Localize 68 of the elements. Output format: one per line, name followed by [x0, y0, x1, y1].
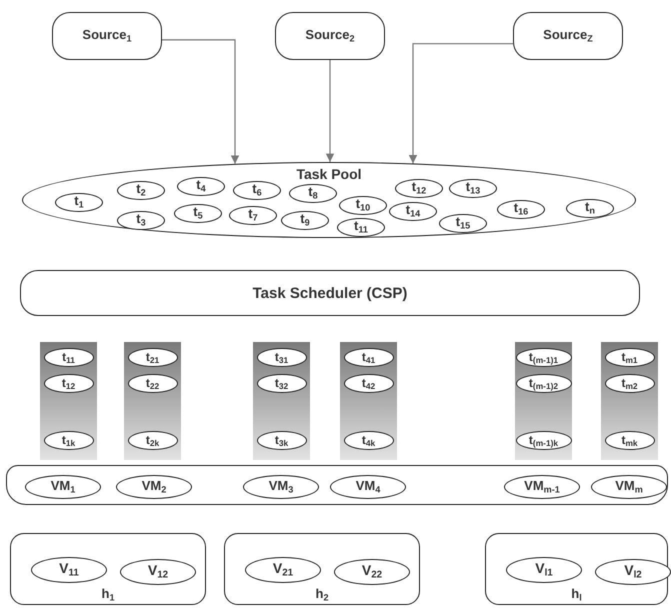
task-ellipse: t$_{2k}$ [128, 431, 178, 450]
source-box: Source$_{1}$ [52, 12, 162, 60]
task-queue-bar [253, 342, 310, 460]
task-ellipse: t$_{4k}$ [344, 431, 394, 450]
arrow [326, 60, 334, 162]
task-ellipse: t$_{4}$ [177, 176, 225, 196]
task-ellipse: t$_{31}$ [256, 348, 306, 367]
task-ellipse: t$_{(m-1)k}$ [516, 431, 572, 450]
task-ellipse: t$_{3}$ [117, 210, 165, 230]
task-ellipse: t$_{8}$ [289, 184, 337, 202]
vm-ellipse: VM$_{2}$ [116, 475, 192, 499]
task-ellipse: t$_{42}$ [344, 374, 394, 393]
task-queue-bar [124, 342, 181, 460]
task-queue-bar [601, 342, 658, 460]
task-ellipse: t$_{14}$ [389, 202, 437, 220]
vm-ellipse: VM$_{3}$ [243, 475, 319, 499]
task-ellipse: t$_{(m-1)1}$ [516, 348, 572, 367]
task-ellipse: t$_{13}$ [449, 178, 497, 198]
heading: h$_{1}$ [102, 586, 114, 602]
task-ellipse: t$_{9}$ [281, 210, 329, 230]
source-box: Source$_{2}$ [275, 12, 385, 60]
vm-ellipse: VM$_{4}$ [330, 475, 406, 499]
host-box [224, 533, 420, 605]
task-ellipse: t$_{12}$ [44, 374, 94, 393]
task-ellipse: t$_{16}$ [497, 200, 545, 218]
task-ellipse: t$_{22}$ [128, 374, 178, 393]
task-ellipse: t$_{3k}$ [256, 431, 306, 450]
task-ellipse: t$_{n}$ [566, 198, 614, 218]
task-ellipse: t$_{11}$ [44, 348, 94, 367]
task-queue-bar [340, 342, 397, 460]
task-ellipse: t$_{10}$ [339, 196, 387, 214]
vm-ellipse: VM$_{1}$ [25, 475, 101, 499]
task-ellipse: t$_{12}$ [395, 178, 443, 198]
task-ellipse: t$_{11}$ [337, 218, 385, 236]
task-queue-bar [515, 342, 572, 460]
heading: h$_{l}$ [571, 586, 582, 602]
vm-ellipse: V$_{l1}$ [506, 557, 582, 583]
heading: Task Pool [296, 167, 362, 181]
task-ellipse: t$_{mk}$ [604, 431, 654, 450]
vm-ellipse: V$_{l2}$ [595, 559, 671, 585]
vm-ellipse: V$_{21}$ [245, 557, 321, 583]
task-ellipse: t$_{7}$ [229, 206, 277, 224]
arrow [162, 39, 240, 164]
task-ellipse: t$_{21}$ [128, 348, 178, 367]
task-ellipse: t$_{2}$ [117, 180, 165, 200]
task-ellipse: t$_{41}$ [344, 348, 394, 367]
heading: h$_{2}$ [316, 586, 328, 602]
task-ellipse: t$_{m2}$ [604, 374, 654, 393]
host-box [10, 533, 206, 605]
task-ellipse: t$_{5}$ [174, 204, 222, 222]
task-ellipse: t$_{m1}$ [604, 348, 654, 367]
vm-ellipse: V$_{12}$ [120, 559, 196, 585]
task-queue-bar [40, 342, 97, 460]
task-ellipse: t$_{1k}$ [44, 431, 94, 450]
vm-ellipse: V$_{11}$ [31, 557, 107, 583]
task-ellipse: t$_{1}$ [55, 192, 103, 212]
vm-ellipse: VM$_{m}$ [591, 475, 667, 499]
task-ellipse: t$_{32}$ [256, 374, 306, 393]
task-ellipse: t$_{6}$ [233, 180, 281, 200]
vm-band [6, 465, 668, 505]
arrow [408, 43, 513, 164]
task-ellipse: t$_{15}$ [439, 214, 487, 232]
task-ellipse: t$_{(m-1)2}$ [516, 374, 572, 393]
vm-ellipse: VM$_{m-1}$ [504, 475, 580, 499]
source-box: Source$_{Z}$ [513, 12, 623, 60]
host-box [485, 533, 668, 605]
scheduler-box: Task Scheduler (CSP) [20, 270, 640, 316]
vm-ellipse: V$_{22}$ [334, 559, 410, 585]
